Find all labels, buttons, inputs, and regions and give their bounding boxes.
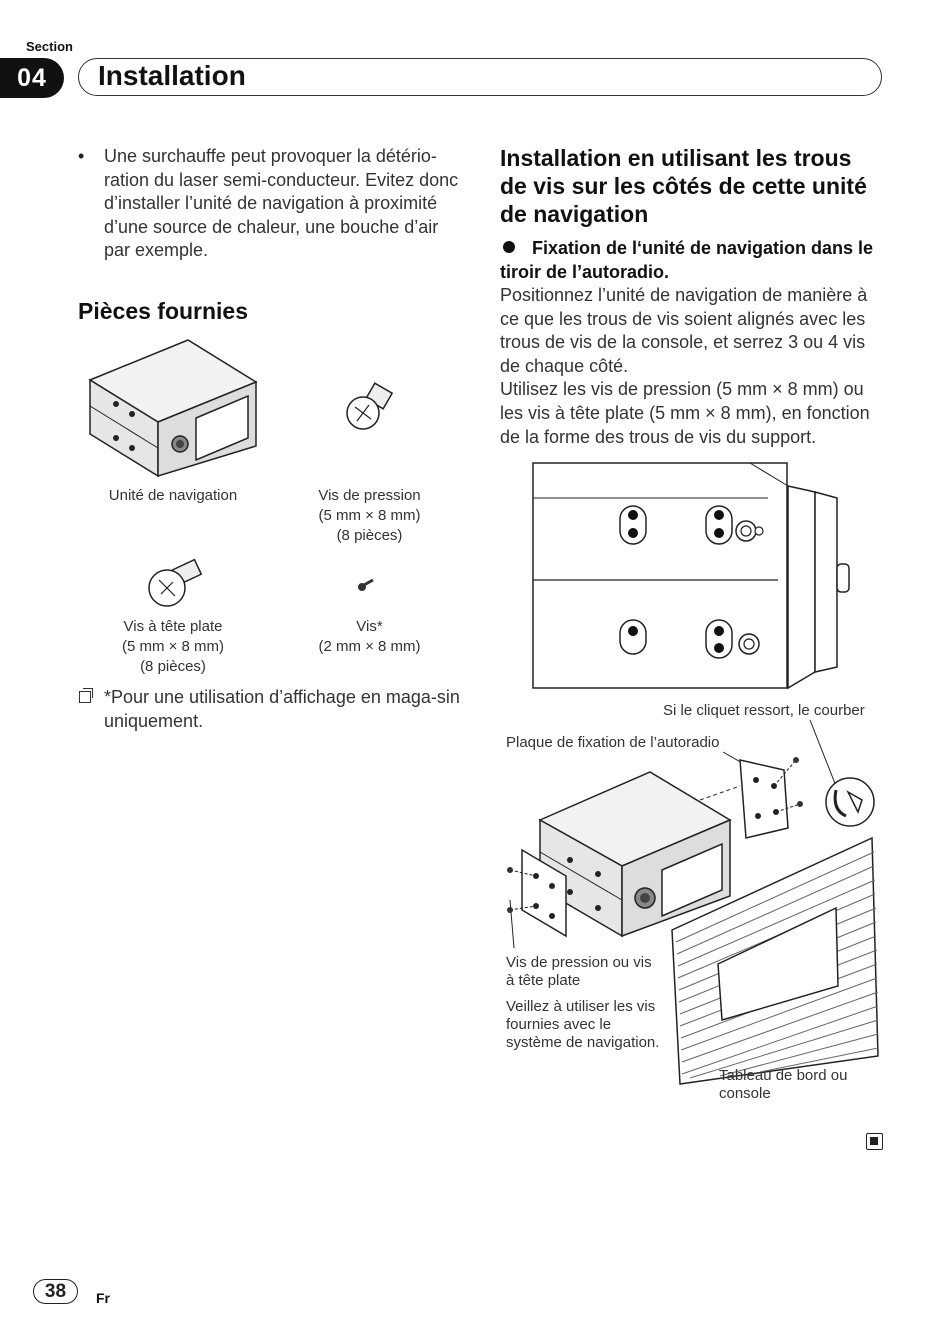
section-heading: Installation en utilisant les trous de v… [500,145,867,227]
left-mounting-bracket [507,848,567,938]
flat-head-screw-icon [148,558,203,607]
side-view-diagram [532,462,850,690]
part-label-pressure-screw: Vis de pression (5 mm × 8 mm) (8 pièces) [318,487,421,544]
part-label-small-screw: Vis* (2 mm × 8 mm) [318,618,421,655]
instruction-paragraph: Positionnez l’unité de navigation de man… [500,285,870,447]
page-title: Installation [98,60,246,91]
screws-label: Vis de pression ou vis à tête plate [506,954,652,989]
bullet-icon: • [78,146,85,166]
language-code: Fr [96,1290,110,1306]
end-of-section-icon [866,1133,883,1150]
overheat-warning: Une surchauffe peut provoquer la détério… [104,146,459,261]
pressure-screw-icon [346,382,394,430]
parts-heading: Pièces fournies [78,298,249,324]
title-frame [78,58,882,96]
plate-label: Plaque de fixation de l’autoradio [506,734,720,751]
spring-label: Si le cliquet ressort, le courber [663,702,865,719]
navigation-unit-drawing [538,771,732,938]
subheading: Fixation de l‘unité de navigation dans l… [500,238,874,282]
dashboard-label: Tableau de bord ou console [719,1067,848,1102]
part-label-flat-screw: Vis à tête plate (5 mm × 8 mm) (8 pièces… [121,618,225,675]
right-mounting-bracket [699,757,803,839]
bullet-dot-icon [503,241,515,253]
section-label: Section [26,39,73,54]
page-number: 38 [33,1279,78,1304]
note-checkbox-icon [79,688,93,703]
navigation-unit-icon [88,339,258,478]
installation-diagram [507,719,879,1085]
dashboard-panel [671,836,879,1085]
small-screw-icon [358,578,374,591]
section-number: 04 [0,58,64,98]
spring-detail-icon [825,777,875,827]
display-note: *Pour une utilisation d’affichage en mag… [104,687,460,731]
part-label-unit: Unité de navigation [108,487,238,504]
supplied-screws-label: Veillez à utiliser les vis fournies avec… [506,998,660,1051]
